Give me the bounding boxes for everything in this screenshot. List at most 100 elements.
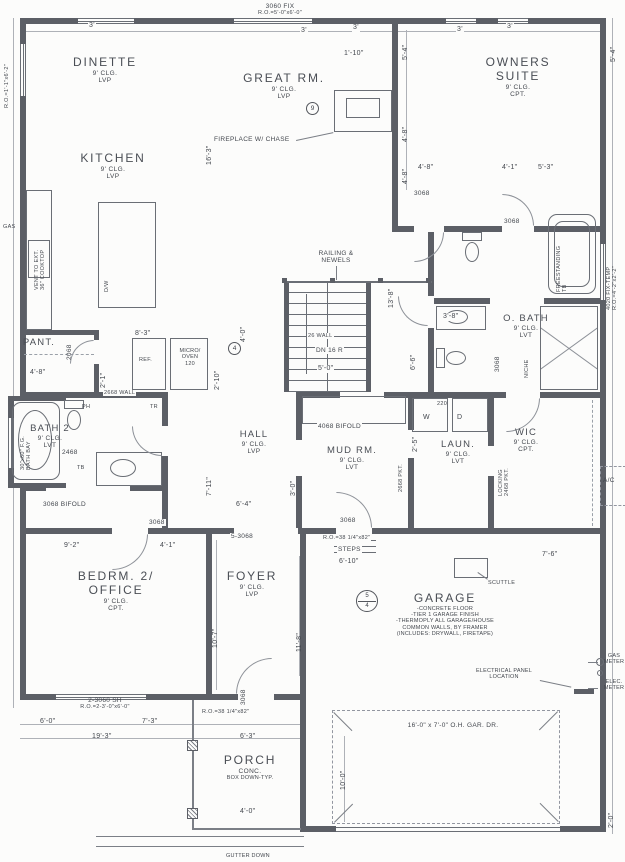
porch-post xyxy=(187,808,198,819)
overhead-door-label: 16'-0" x 7'-0" O.H. GAR. DR. xyxy=(407,722,499,729)
refrigerator xyxy=(132,338,166,390)
room-name: HALL xyxy=(239,429,269,440)
toilet-bowl xyxy=(446,351,466,365)
dryer xyxy=(452,398,488,432)
dim: 3' xyxy=(456,26,464,35)
room-label-owners-suite: OWNERS SUITE 9' CLG. CPT. xyxy=(462,55,574,99)
door-callout-mud-garage: 3068 xyxy=(339,517,357,525)
dim: 3' xyxy=(300,27,308,36)
wall xyxy=(372,528,606,534)
wall xyxy=(274,694,306,700)
ceiling-note: 9' CLG. xyxy=(513,438,539,446)
dim: 4'-8" xyxy=(402,126,409,142)
garage-door-line xyxy=(336,831,560,832)
window xyxy=(446,18,476,24)
railing-note: RAILING & NEWELS xyxy=(312,250,360,265)
firebox xyxy=(346,98,380,118)
ceiling-note: 9' CLG. xyxy=(241,440,267,448)
dim: 4'-8" xyxy=(30,369,46,376)
dim: 4'-1" xyxy=(160,542,176,549)
room-name: DINETTE xyxy=(73,55,137,69)
wall xyxy=(540,392,606,398)
window xyxy=(8,418,14,468)
dim: 7'-3" xyxy=(142,718,158,725)
ceiling-note: 9' CLG. xyxy=(271,85,297,93)
door-callout-obath: 3068 xyxy=(414,190,430,197)
elec-meter-symbol xyxy=(597,670,603,676)
cooktop-note-line: 36" COOKTOP xyxy=(40,249,47,290)
section-number-top: 5 xyxy=(365,593,369,599)
dim-line xyxy=(20,738,306,739)
door-ro-mud-garage: R.O.=38 1/4"x82" xyxy=(322,535,372,542)
gas-line-note: GAS xyxy=(3,224,16,230)
room-label-bedroom2: BEDRM. 2/ OFFICE 9' CLG. CPT. xyxy=(60,569,172,613)
dim: 2'-0" xyxy=(608,812,615,828)
wall xyxy=(392,18,398,230)
room-name: GARAGE xyxy=(413,591,477,605)
floor-note: LVP xyxy=(98,77,112,85)
dim: 6'-6" xyxy=(410,354,417,370)
room-name: OFFICE xyxy=(88,582,144,597)
wall xyxy=(162,456,168,534)
door-swing xyxy=(112,534,148,570)
dim: 2'-10" xyxy=(214,370,221,390)
leader-line xyxy=(588,688,598,689)
window-ro: R.O.=2-3'-0"x6'-0" xyxy=(80,704,130,711)
wall xyxy=(94,330,99,340)
leader-line xyxy=(296,132,334,141)
window-ro: R.O.=4'-2"x2'-2" xyxy=(612,266,619,310)
porch-step xyxy=(96,836,304,837)
door-callout-front: 3068 xyxy=(240,688,248,706)
floor-note: LVT xyxy=(519,332,533,340)
garage-note: (INCLUDES: DRYWALL, FIRETAPE) xyxy=(396,631,494,638)
window-callout-great: 3060 FIX R.O.=5'-0"x6'-0" xyxy=(230,3,330,17)
wall xyxy=(300,534,306,832)
keynote-number: 9 xyxy=(310,105,315,112)
dim: 4'-8" xyxy=(418,164,434,171)
room-label-kitchen: KITCHEN 9' CLG. LVP xyxy=(58,151,168,181)
ceiling-note: 9' CLG. xyxy=(37,434,63,442)
room-name: MUD RM. xyxy=(326,445,378,456)
scuttle-label: SCUTTLE xyxy=(488,580,516,586)
dim: 2'-5" xyxy=(412,436,419,452)
keynote-marker: 4 xyxy=(228,342,241,355)
room-label-mud-room: MUD RM. 9' CLG. LVT xyxy=(314,445,390,472)
dim: 4'-0" xyxy=(240,326,247,342)
electrical-panel xyxy=(574,689,594,694)
room-name: PORCH xyxy=(223,753,277,767)
dim: 3' xyxy=(506,23,514,32)
dim: 11'-8" xyxy=(296,632,303,652)
window-ro: R.O.=5'-0"x6'-0" xyxy=(258,10,302,17)
door-callout-wic: 3068 xyxy=(494,356,501,372)
washer-label: W xyxy=(423,414,430,421)
tub-note-line: TB xyxy=(562,284,569,292)
window-size: 2-3060 SH xyxy=(88,697,122,704)
meter-note-line: GAS xyxy=(607,653,621,659)
room-name: SUITE xyxy=(495,68,541,83)
wall xyxy=(366,282,371,392)
wall xyxy=(20,488,26,700)
porch-step xyxy=(96,846,304,847)
dim: 10'-0" xyxy=(340,770,347,790)
dim: 7'-6" xyxy=(542,551,558,558)
dim-line xyxy=(20,31,606,32)
dim-line xyxy=(299,556,300,676)
leader-line xyxy=(588,662,598,663)
wall xyxy=(162,392,168,426)
niche-label: NICHE xyxy=(524,359,530,378)
wall xyxy=(8,483,66,488)
dim: 5'-4" xyxy=(402,44,409,60)
stair-down-note: DN 16 R xyxy=(315,347,345,355)
gutter-note: GUTTER DOWN xyxy=(226,853,270,859)
door-swing xyxy=(70,340,94,364)
door-callout-bed2: 3068 xyxy=(148,519,166,527)
kitchen-counter xyxy=(26,190,52,330)
window xyxy=(78,18,134,24)
toilet-tank xyxy=(436,348,445,368)
wall xyxy=(434,298,490,304)
wall xyxy=(600,534,606,832)
dim: 3'-8" xyxy=(442,313,460,322)
dim-stair-width: 5'-0" xyxy=(317,365,335,374)
meter-note-line: METER xyxy=(603,659,625,666)
